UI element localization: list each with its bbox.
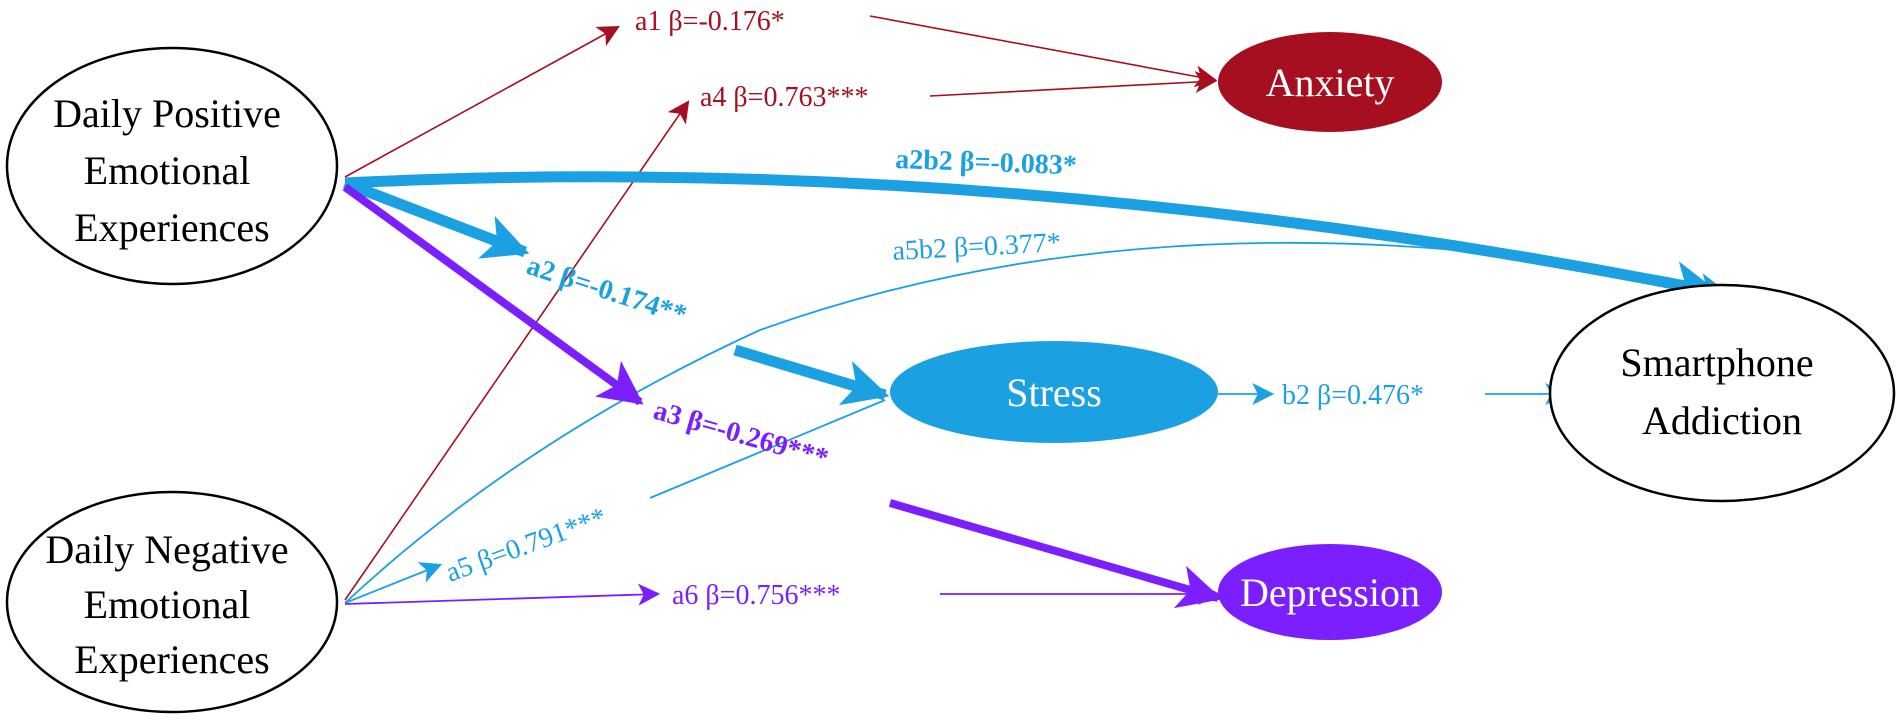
node-depression: Depression	[1218, 544, 1442, 640]
path-label-b2: b2 β=0.476*	[1282, 380, 1424, 411]
edge-a3-first	[342, 183, 644, 406]
path-label-a2b2: a2b2 β=-0.083*	[895, 144, 1078, 181]
edge-a1-in	[344, 25, 620, 178]
node-smartphone-addiction-line-2: Addiction	[1642, 398, 1802, 443]
node-daily-negative-line-3: Experiences	[74, 637, 269, 682]
edge-a5-out	[649, 399, 886, 499]
edge-a3-second	[888, 499, 1223, 609]
path-label-a2: a2 β=-0.174**	[523, 250, 690, 331]
edge-a2-first	[343, 177, 530, 259]
node-daily-positive-line-2: Emotional	[84, 148, 251, 193]
node-depression-label: Depression	[1240, 570, 1420, 615]
path-label-a1: a1 β=-0.176*	[635, 6, 785, 37]
path-label-a6: a6 β=0.756***	[672, 580, 840, 611]
node-stress-label: Stress	[1006, 370, 1102, 415]
node-daily-negative: Daily Negative Emotional Experiences	[5, 490, 339, 714]
node-stress: Stress	[890, 341, 1218, 443]
node-daily-positive-line-1: Daily Positive	[53, 91, 281, 136]
node-daily-positive: Daily Positive Emotional Experiences	[5, 46, 339, 286]
node-smartphone-addiction: Smartphone Addiction	[1548, 283, 1896, 503]
edge-a5-in	[344, 562, 443, 604]
node-anxiety-label: Anxiety	[1266, 60, 1395, 105]
path-label-a3: a3 β=-0.269***	[650, 395, 832, 474]
svg-text:Daily Positive Emotional: Daily Positive Emotional Experiences	[53, 91, 291, 250]
node-daily-positive-line-3: Experiences	[74, 205, 269, 250]
node-daily-negative-line-2: Emotional	[84, 582, 251, 627]
edge-a2b2	[344, 171, 1720, 307]
edge-a6-in	[344, 583, 661, 606]
edge-a2-second	[733, 344, 890, 406]
svg-text:Smartphone Addiction: Smartphone Addiction	[1620, 340, 1823, 443]
path-label-a5: a5 β=0.791***	[442, 502, 611, 589]
node-smartphone-addiction-line-1: Smartphone	[1620, 340, 1813, 385]
node-anxiety: Anxiety	[1218, 32, 1442, 132]
path-label-a4: a4 β=0.763***	[700, 82, 868, 113]
node-daily-negative-line-1: Daily Negative	[45, 527, 288, 572]
edge-a5b2	[344, 241, 1723, 604]
svg-text:Daily Negative Emotional: Daily Negative Emotional Experiences	[45, 527, 298, 682]
edge-a4-in	[344, 100, 690, 601]
edge-a1-out	[869, 15, 1218, 88]
edge-a4-out	[929, 71, 1218, 97]
